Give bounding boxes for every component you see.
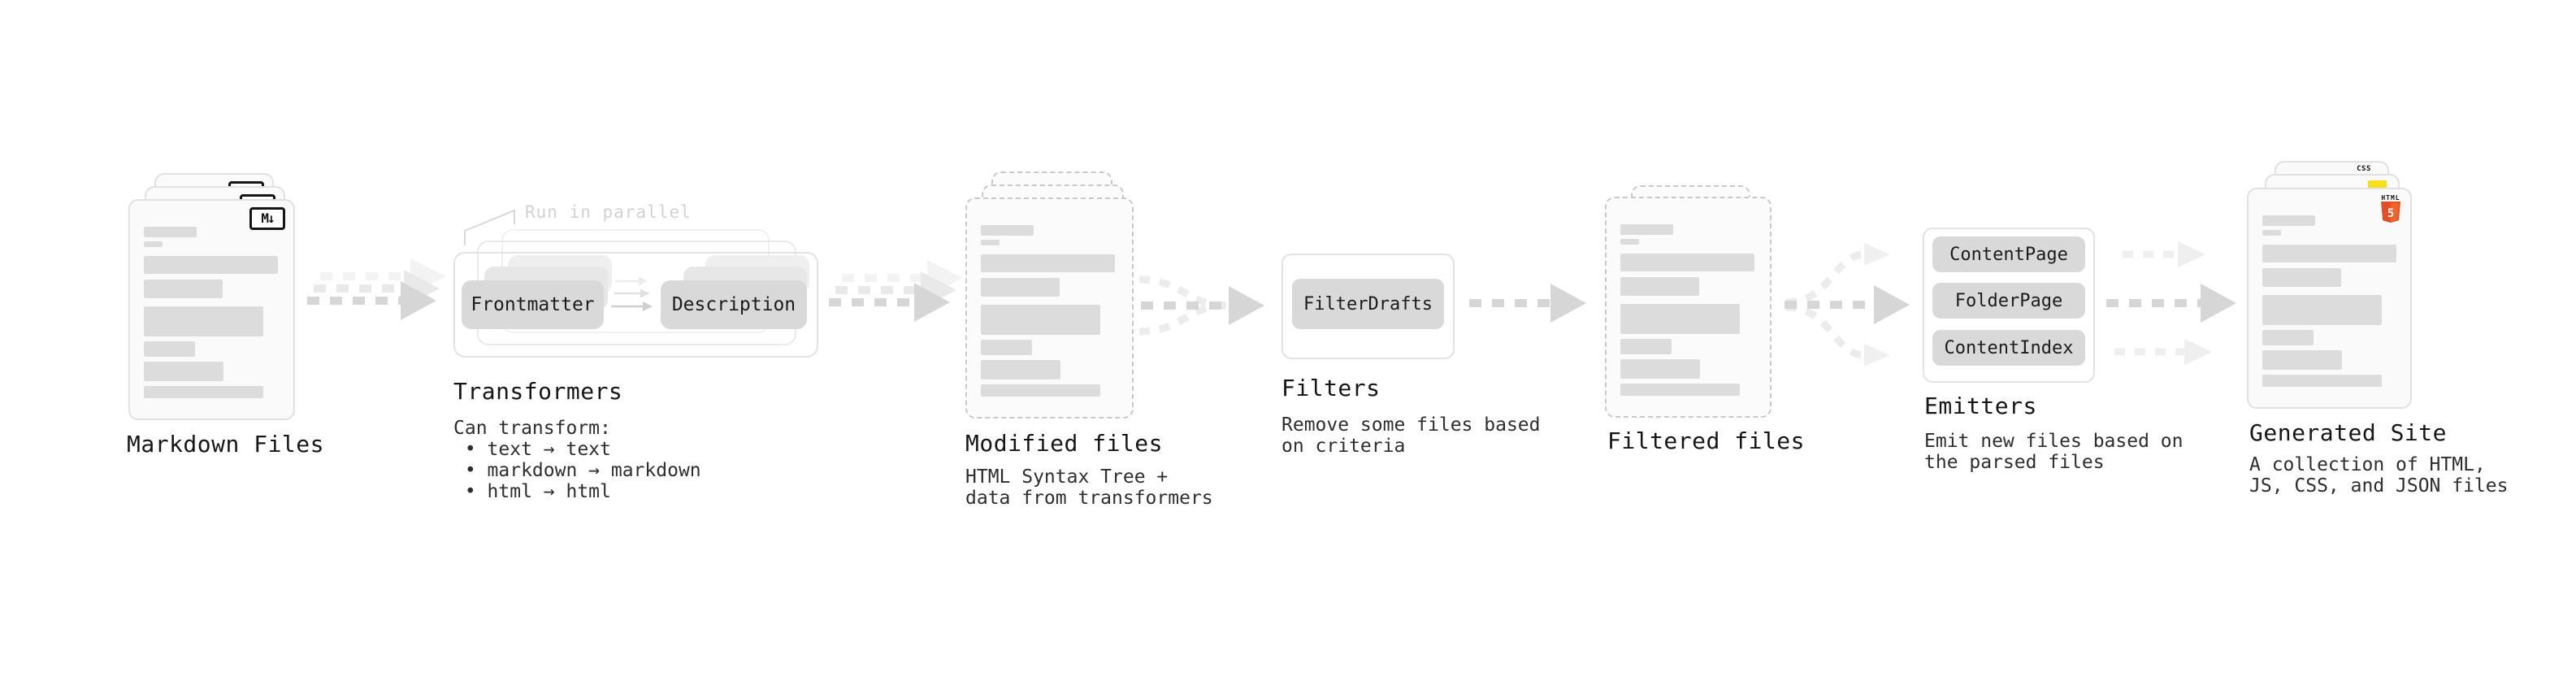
contentindex-chip: ContentIndex (1932, 330, 2085, 366)
filterdrafts-chip: FilterDrafts (1292, 279, 1444, 329)
filtered-file-card-front (1605, 197, 1772, 418)
markdown-files-stack: M↓ M↓ M↓ (128, 173, 295, 420)
run-in-parallel-label: Run in parallel (525, 202, 692, 222)
modified-files-description: HTML Syntax Tree + data from transformer… (965, 466, 1213, 509)
filtered-files-title: Filtered files (1607, 427, 1806, 454)
contentpage-chip: ContentPage (1932, 236, 2085, 272)
modified-files-stack (965, 171, 1134, 419)
arrow-emitters-to-generated (2106, 241, 2236, 365)
arrow-markdown-to-transformers (307, 258, 446, 320)
filters-description: Remove some files based on criteria (1281, 414, 1541, 457)
markdown-icon: M↓ (249, 207, 285, 230)
description-line: HTML Syntax Tree + (965, 466, 1169, 488)
arrow-filters-to-filtered (1469, 284, 1586, 323)
generated-site-description: A collection of HTML, JS, CSS, and JSON … (2249, 454, 2509, 497)
modified-file-card-front (965, 197, 1134, 419)
description-line: Can transform: (453, 418, 611, 439)
emitters-frame (1923, 228, 2095, 383)
markdown-file-card-front: M↓ (128, 199, 295, 420)
description-line: the parsed files (1924, 452, 2105, 473)
description-line: data from transformers (965, 488, 1213, 509)
transformers-description: Can transform: • text → text • markdown … (453, 418, 701, 502)
generated-site-title: Generated Site (2249, 419, 2448, 446)
description-line: A collection of HTML, (2249, 454, 2486, 475)
folderpage-chip: FolderPage (1932, 283, 2085, 319)
description-line: Remove some files based (1281, 414, 1541, 436)
frontmatter-chip: Frontmatter (462, 280, 604, 329)
description-line: • markdown → markdown (453, 460, 701, 481)
arrow-modified-to-filters (1138, 275, 1264, 336)
description-line: Emit new files based on (1924, 431, 2184, 452)
description-line: • text → text (453, 439, 611, 460)
arrow-transformers-to-modified (829, 260, 963, 322)
transformers-title: Transformers (453, 378, 623, 405)
description-line: • html → html (453, 481, 611, 502)
emitters-description: Emit new files based on the parsed files (1924, 431, 2184, 473)
arrow-filtered-to-emitters (1785, 243, 1910, 367)
html5-icon: HTML 5 (2379, 194, 2402, 226)
filtered-files-stack (1605, 185, 1772, 419)
description-line: JS, CSS, and JSON files (2249, 475, 2509, 497)
modified-files-title: Modified files (965, 430, 1164, 457)
description-chip: Description (661, 280, 807, 329)
transformer-frame-front (453, 252, 818, 358)
filters-frame (1281, 254, 1455, 359)
description-line: on criteria (1281, 436, 1406, 457)
filters-title: Filters (1281, 375, 1381, 401)
html-file-card-front: HTML 5 (2247, 188, 2412, 409)
generated-site-stack: CSS HTML 5 (2247, 161, 2412, 409)
svg-text:5: 5 (2387, 207, 2394, 220)
markdown-files-title: Markdown Files (127, 431, 325, 458)
emitters-title: Emitters (1924, 393, 2037, 419)
